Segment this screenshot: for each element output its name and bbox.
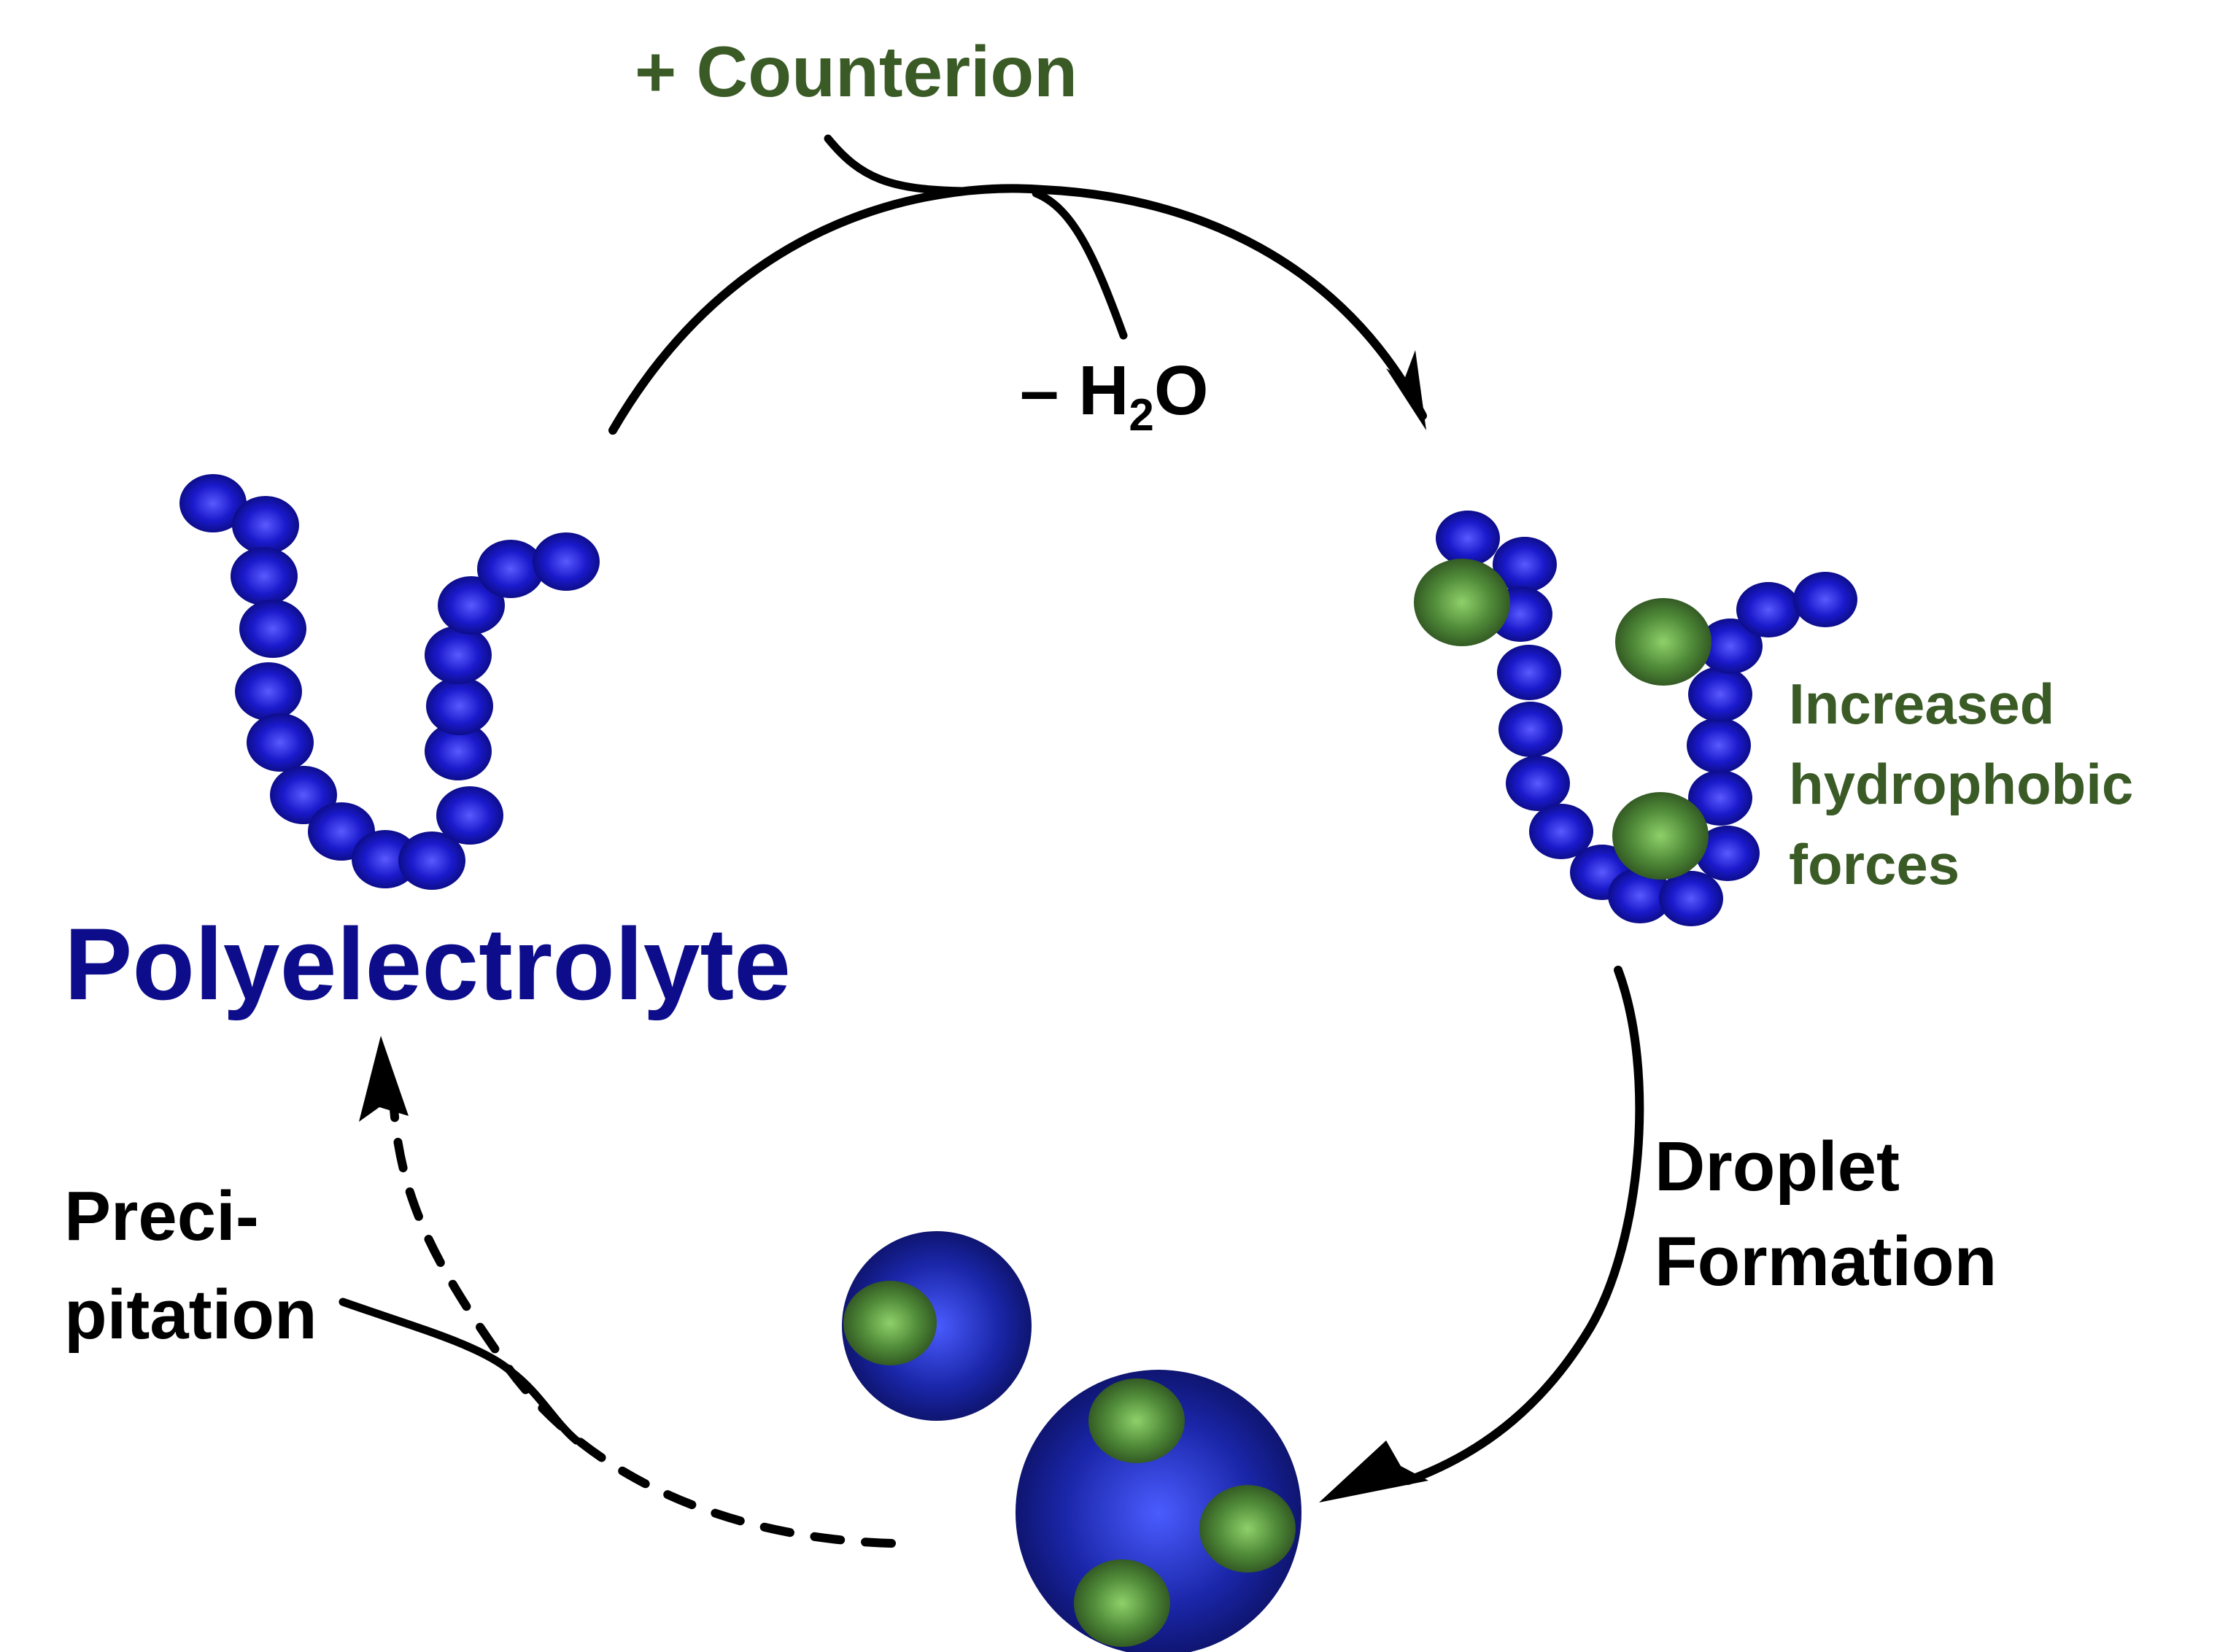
polymer-bead xyxy=(425,722,492,780)
hydrophobic-label-line3: forces xyxy=(1789,832,1960,896)
polymer-bead xyxy=(1687,718,1751,773)
polymer-bead xyxy=(232,496,299,554)
polyelectrolyte-chain xyxy=(179,474,600,890)
precipitation-dashed-arc xyxy=(390,1104,896,1548)
polymer-bead xyxy=(426,677,493,735)
polymer-bead xyxy=(425,626,492,684)
droplet-arrow xyxy=(1319,966,1644,1502)
polymer-bead xyxy=(179,474,247,532)
top-arc xyxy=(608,184,1427,435)
polymer-bead xyxy=(533,532,600,591)
polymer-bead xyxy=(1688,770,1752,826)
polymer-bead xyxy=(247,713,314,772)
counterion xyxy=(1088,1378,1185,1463)
hydrophobic-label-line2: hydrophobic xyxy=(1789,752,2133,816)
droplet-arc xyxy=(1404,966,1644,1485)
polymer-bead xyxy=(1436,511,1500,566)
polymer-bead xyxy=(1498,702,1563,757)
counterion xyxy=(1615,598,1711,686)
polymer-bead xyxy=(1688,667,1752,722)
polymer-bead xyxy=(1793,572,1857,627)
counterion xyxy=(1199,1485,1296,1572)
polymer-bead xyxy=(1659,871,1723,926)
polymer-bead xyxy=(231,547,298,605)
counterion-label: + Counterion xyxy=(635,31,1078,112)
counterion xyxy=(1414,559,1510,646)
polymer-counterion-complex xyxy=(1414,511,1857,926)
precipitation-feed-line xyxy=(339,1298,581,1445)
precipitation-arrow xyxy=(339,1036,896,1548)
polymer-bead xyxy=(239,600,306,658)
droplet-arrowhead xyxy=(1319,1440,1428,1502)
droplet-label-line2: Formation xyxy=(1655,1222,1997,1300)
small-droplet xyxy=(842,1231,1032,1421)
droplets xyxy=(842,1231,1301,1652)
polymer-bead xyxy=(477,540,544,598)
precipitation-label-line2: pitation xyxy=(64,1276,317,1354)
polymer-bead xyxy=(1608,868,1672,923)
droplet-label-line1: Droplet xyxy=(1655,1128,1900,1206)
polyelectrolyte-title: Polyelectrolyte xyxy=(64,907,791,1021)
polymer-bead xyxy=(1698,618,1763,674)
polymer-bead xyxy=(1736,582,1800,637)
precipitation-label-line1: Preci- xyxy=(64,1177,259,1255)
polymer-bead xyxy=(398,831,465,890)
polymer-bead xyxy=(1695,826,1760,881)
water-release-line xyxy=(1032,189,1128,340)
water-label: – H2O xyxy=(1020,352,1209,441)
top-arrowhead xyxy=(1386,350,1426,430)
water-label-subscript: 2 xyxy=(1129,390,1153,441)
water-label-suffix: O xyxy=(1154,352,1209,430)
polymer-bead xyxy=(1529,804,1593,859)
hydrophobic-label-line1: Increased xyxy=(1789,672,2054,736)
counterion xyxy=(1074,1559,1170,1647)
precipitation-arrowhead xyxy=(359,1036,409,1122)
counterion-feed-line xyxy=(824,134,967,195)
top-arrow xyxy=(608,134,1427,435)
polymer-bead xyxy=(1493,537,1557,592)
polymer-bead xyxy=(235,662,302,721)
polymer-bead xyxy=(1497,645,1561,700)
polymer-bead xyxy=(438,576,505,635)
water-label-prefix: – H xyxy=(1020,352,1129,430)
counterion xyxy=(1612,792,1709,880)
polymer-bead xyxy=(436,786,503,845)
counterion xyxy=(843,1281,937,1365)
polymer-bead xyxy=(1506,756,1570,811)
